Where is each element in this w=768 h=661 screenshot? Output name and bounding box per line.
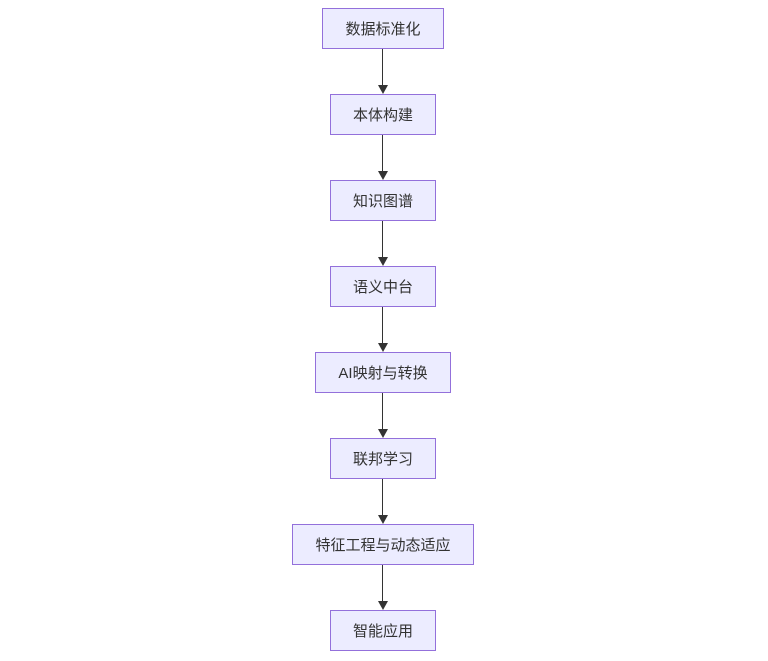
flow-arrow-3	[377, 221, 388, 266]
node-label: 知识图谱	[352, 193, 413, 210]
node-label: 智能应用	[352, 623, 413, 640]
flow-arrow-2	[377, 135, 388, 180]
node-label: AI映射与转换	[338, 365, 428, 382]
arrow-line	[382, 479, 384, 515]
arrow-line	[382, 565, 384, 601]
arrow-line	[382, 393, 384, 429]
flow-node-data-standardization: 数据标准化	[322, 8, 444, 49]
flow-arrow-1	[377, 49, 388, 94]
arrow-line	[382, 221, 384, 257]
flow-arrow-4	[377, 307, 388, 352]
arrow-line	[382, 49, 384, 85]
flow-node-feature-engineering-dynamic-adaptation: 特征工程与动态适应	[292, 524, 474, 565]
flow-node-federated-learning: 联邦学习	[329, 438, 436, 479]
flow-arrow-6	[377, 479, 388, 524]
node-label: 联邦学习	[352, 451, 413, 468]
node-label: 语义中台	[352, 279, 413, 296]
flow-node-semantic-platform: 语义中台	[329, 266, 436, 307]
arrow-head-icon	[377, 601, 388, 610]
node-label: 数据标准化	[345, 21, 421, 38]
arrow-head-icon	[377, 257, 388, 266]
flow-arrow-7	[377, 565, 388, 610]
flow-node-ai-mapping-conversion: AI映射与转换	[315, 352, 451, 393]
arrow-head-icon	[377, 515, 388, 524]
flow-node-intelligent-application: 智能应用	[329, 610, 436, 651]
arrow-head-icon	[377, 343, 388, 352]
arrow-line	[382, 307, 384, 343]
flow-node-knowledge-graph: 知识图谱	[329, 180, 436, 221]
arrow-line	[382, 135, 384, 171]
flow-arrow-5	[377, 393, 388, 438]
flow-node-ontology-construction: 本体构建	[329, 94, 436, 135]
node-label: 本体构建	[352, 107, 413, 124]
arrow-head-icon	[377, 171, 388, 180]
arrow-head-icon	[377, 85, 388, 94]
node-label: 特征工程与动态适应	[315, 537, 451, 554]
flowchart: 数据标准化 本体构建 知识图谱 语义中台 AI映射与转换	[292, 8, 474, 651]
arrow-head-icon	[377, 429, 388, 438]
